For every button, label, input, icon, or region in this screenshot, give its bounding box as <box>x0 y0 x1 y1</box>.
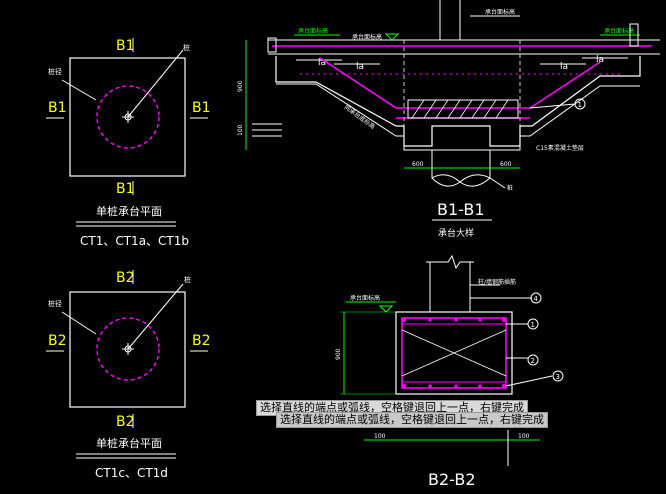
section-b1-dim-right: 600 <box>500 161 512 168</box>
section-b2-marker3: 3 <box>556 373 560 381</box>
section-b2-marker2: 2 <box>531 357 535 365</box>
section-b1-la-right-outer: la <box>596 55 604 65</box>
plan-b1-left-label: B1 <box>48 100 67 116</box>
section-b1-note-ref: 承台面标高 <box>352 33 382 41</box>
section-b2-cap <box>395 311 513 395</box>
section-b1-la-left-outer: la <box>318 58 326 68</box>
section-b1-note-pile: 桩 <box>507 184 513 192</box>
section-b1-title: B1-B1 <box>437 200 485 219</box>
section-b1-dim-v2: 100 <box>237 124 244 136</box>
section-b2-dim-bl: 100 <box>374 433 386 440</box>
section-b1-marker1: 1 <box>578 101 582 109</box>
plan-b2-title: 单桩承台平面 <box>96 436 162 450</box>
section-b1-note-top-left: 承台面标高 <box>298 27 328 35</box>
section-b2-dim-br: 100 <box>518 433 530 440</box>
plan-b1-bottom-label: B1 <box>116 181 135 197</box>
section-b2-title: B2-B2 <box>428 470 476 489</box>
plan-b1-pile-circle <box>96 85 160 149</box>
plan-b2-top-label: B2 <box>116 270 135 286</box>
plan-b1-left-note: 桩径 <box>48 67 62 76</box>
plan-b2-left-label: B2 <box>48 333 67 349</box>
section-b1-note-top-right: 承台面标高 <box>604 27 634 35</box>
plan-b2-pile-circle <box>96 317 160 381</box>
plan-b1-subtitle: CT1、CT1a、CT1b <box>80 234 189 248</box>
plan-b2: B2 桩 桩径 B2 B2 B2 单桩承台平面 CT1c、CT1d <box>46 270 211 480</box>
section-b2-note-col: 柱/墙钢筋插筋 <box>478 278 516 286</box>
plan-b2-left-note: 桩径 <box>48 299 62 308</box>
plan-b1: B1 桩 桩径 B1 B1 B1 单桩承台平面 CT1、CT1a、CT1b <box>46 38 211 248</box>
section-b2-marker4: 4 <box>534 295 539 303</box>
plan-b2-subtitle: CT1c、CT1d <box>95 466 168 480</box>
section-b1-note-cushion: C15素混凝土垫层 <box>536 144 584 152</box>
section-b2: 柱/墙钢筋插筋 承台面标高 4 1 2 3 <box>335 254 564 489</box>
plan-b1-title: 单桩承台平面 <box>96 204 162 218</box>
plan-b1-right-label: B1 <box>192 100 211 116</box>
plan-b2-bottom-label: B2 <box>116 414 135 430</box>
plan-b1-top-label: B1 <box>116 38 135 54</box>
section-b2-note-slab: 承台面标高 <box>350 294 380 302</box>
plan-b2-right-label: B2 <box>192 333 211 349</box>
section-b2-dim-h: 900 <box>335 348 342 360</box>
command-prompt-tooltip-echo: 选择直线的端点或弧线，空格键退回上一点，右键完成 <box>276 412 548 428</box>
section-b1: 承台面标高 承台面标高 承台面标高 承台面标高 la la la la <box>237 0 660 239</box>
section-b1-la-left-inner: la <box>356 62 364 72</box>
section-b2-marker1: 1 <box>531 321 535 329</box>
section-b1-dim-v1: 900 <box>237 80 244 92</box>
section-b1-note-slope: 同承台底标高 <box>343 103 377 131</box>
plan-b2-pile-note: 桩 <box>184 275 191 284</box>
plan-b1-pile-note: 桩 <box>183 43 190 52</box>
section-b1-note-top-mid: 承台面标高 <box>485 8 515 16</box>
section-b1-la-right-inner: la <box>560 62 568 72</box>
command-prompt-text: 选择直线的端点或弧线，空格键退回上一点，右键完成 <box>260 401 524 414</box>
section-b1-dim-left: 600 <box>412 161 424 168</box>
plan-b2-frame <box>69 291 186 408</box>
plan-b1-frame <box>69 57 186 177</box>
section-b1-subtitle: 承台大样 <box>438 227 474 239</box>
command-prompt-text-echo: 选择直线的端点或弧线，空格键退回上一点，右键完成 <box>280 413 544 426</box>
